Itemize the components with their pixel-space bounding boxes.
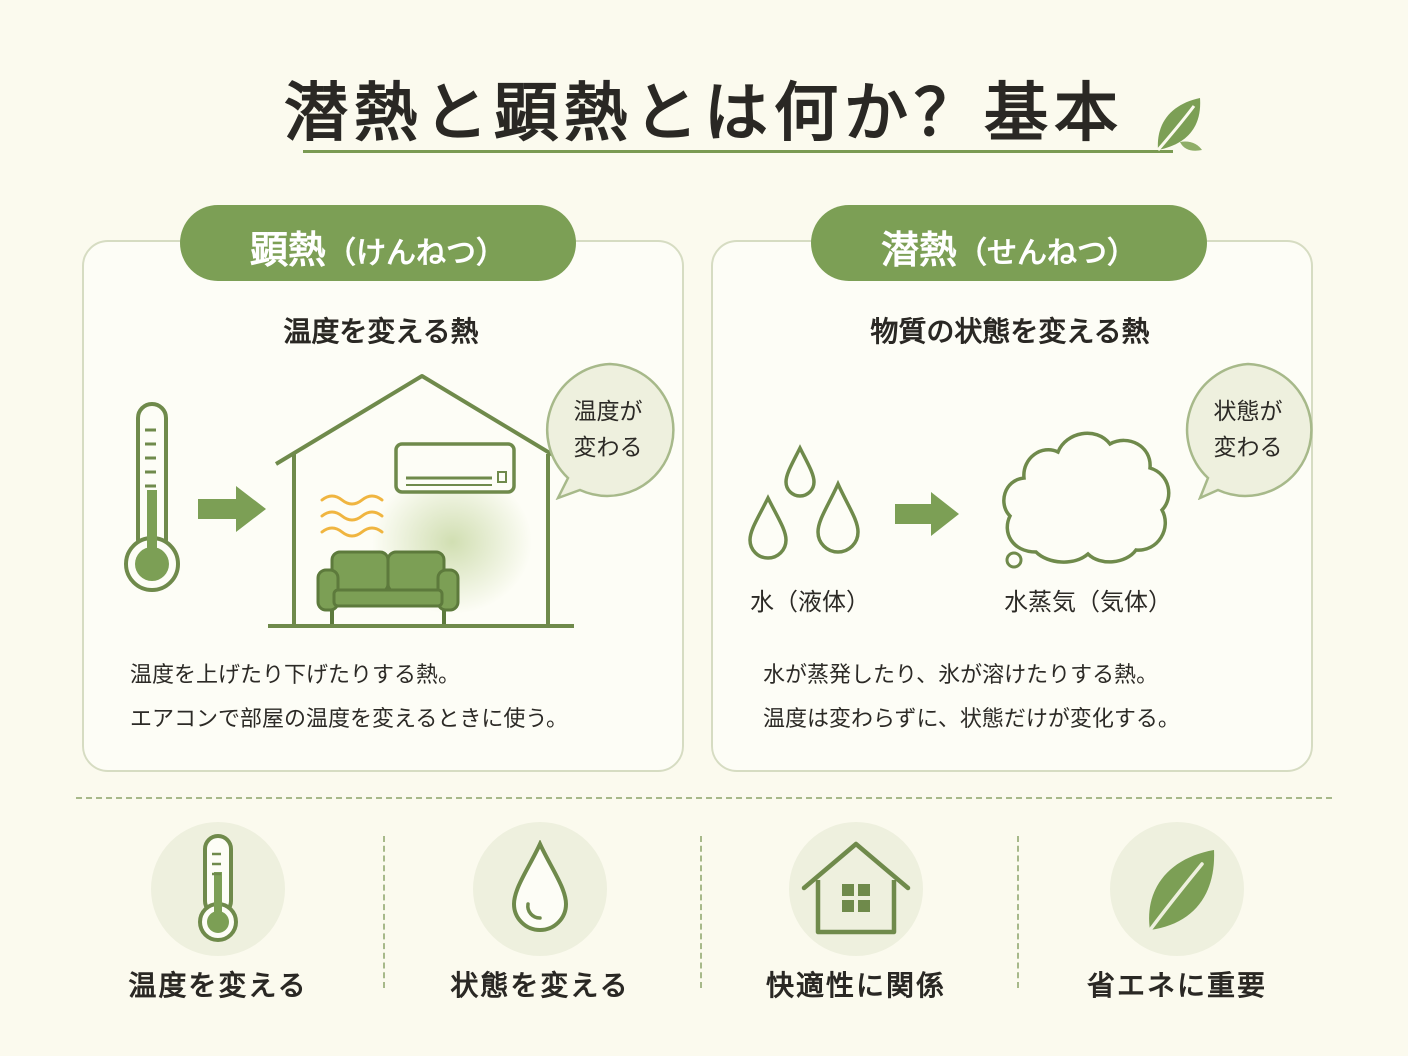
air-conditioner-icon (394, 442, 516, 494)
sensible-desc-line2: エアコンで部屋の温度を変えるときに使う。 (130, 707, 569, 732)
leaf-icon (1156, 98, 1202, 151)
sensible-heat-heading: 顕熱（けんねつ） (180, 205, 576, 281)
sensible-heat-subtitle: 温度を変える熱 (283, 315, 479, 348)
title-underline (303, 150, 1173, 153)
speech-bubble-sensible (545, 362, 675, 500)
latent-heat-description: 水が蒸発したり、氷が溶けたりする熱。 温度は変わらずに、状態だけが変化する。 (763, 654, 1303, 742)
steam-cloud-icon (1002, 431, 1171, 569)
latent-heat-reading: （せんねつ） (957, 236, 1137, 271)
thermometer-icon (198, 834, 238, 942)
heat-wave-icon (320, 494, 384, 538)
thermometer-icon (124, 402, 180, 592)
house-icon (801, 841, 911, 935)
latent-heat-subtitle: 物質の状態を変える熱 (870, 315, 1150, 348)
sensible-heat-description: 温度を上げたり下げたりする熱。 エアコンで部屋の温度を変えるときに使う。 (130, 654, 670, 742)
latent-bubble-line2: 変わる (1213, 435, 1283, 461)
latent-desc-line2: 温度は変わらずに、状態だけが変化する。 (763, 707, 1180, 732)
feature-label-state: 状態を変える (450, 969, 630, 1002)
sensible-bubble-text: 温度が 変わる (548, 394, 668, 466)
latent-heat-heading: 潜熱（せんねつ） (811, 205, 1207, 281)
sensible-bubble-line1: 温度が (573, 399, 643, 425)
sensible-bubble-line2: 変わる (573, 435, 643, 461)
feature-label-energy: 省エネに重要 (1086, 969, 1267, 1002)
liquid-label: 水（液体） (750, 588, 870, 616)
feature-label-temperature: 温度を変える (128, 969, 308, 1002)
sensible-desc-line1: 温度を上げたり下げたりする熱。 (130, 663, 461, 688)
page-title: 潜熱と顕熱とは何か？基本 (284, 77, 1124, 151)
section-divider (76, 797, 1332, 799)
latent-bubble-line1: 状態が (1213, 399, 1283, 425)
sensible-heat-title: 顕熱 (249, 228, 326, 272)
feature-divider (700, 836, 702, 988)
latent-bubble-text: 状態が 変わる (1188, 394, 1308, 466)
sensible-heat-reading: （けんねつ） (326, 236, 506, 271)
speech-bubble-latent (1185, 362, 1313, 500)
feature-divider (1017, 836, 1019, 988)
sofa-icon (316, 550, 460, 624)
arrow-right-icon (895, 492, 959, 536)
latent-heat-title: 潜熱 (880, 228, 957, 272)
feature-divider (383, 836, 385, 988)
leaf-icon (1148, 850, 1215, 932)
gas-label: 水蒸気（気体） (1004, 588, 1172, 616)
feature-label-comfort: 快適性に関係 (765, 969, 946, 1002)
house-illustration (268, 374, 574, 628)
arrow-right-icon (198, 486, 266, 532)
water-drops-icon (748, 444, 860, 560)
latent-desc-line1: 水が蒸発したり、氷が溶けたりする熱。 (763, 663, 1159, 688)
water-drop-icon (511, 840, 569, 932)
